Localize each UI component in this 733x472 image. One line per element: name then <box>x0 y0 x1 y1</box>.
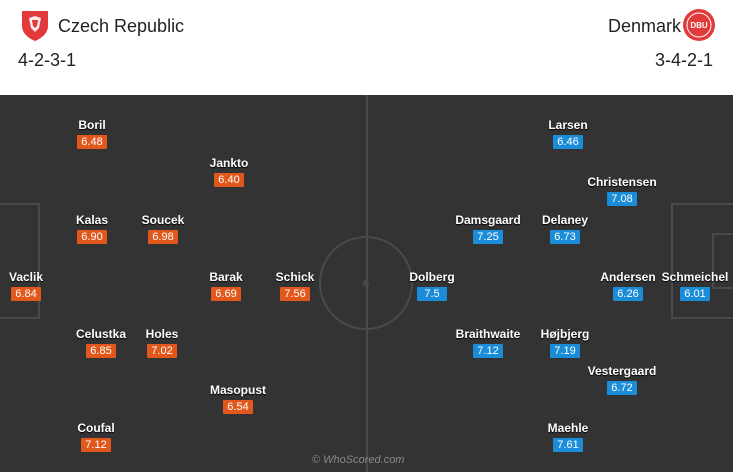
player-rating: 6.69 <box>211 287 241 301</box>
player-andersen[interactable]: Andersen 6.26 <box>593 270 663 302</box>
player-vaclik[interactable]: Vaclik 6.84 <box>0 270 61 302</box>
match-header: Czech Republic 4-2-3-1 Denmark DBU 3-4-2… <box>0 0 733 90</box>
player-name: Maehle <box>547 421 589 435</box>
player-name: Masopust <box>209 383 266 397</box>
player-rating: 6.73 <box>550 230 580 244</box>
player-rating: 6.72 <box>607 381 637 395</box>
player-soucek[interactable]: Soucek 6.98 <box>128 213 198 245</box>
player-name: Jankto <box>209 156 249 170</box>
player-name: Christensen <box>587 175 657 189</box>
player-damsgaard[interactable]: Damsgaard 7.25 <box>453 213 523 245</box>
player-name: Kalas <box>75 213 109 227</box>
player-schick[interactable]: Schick 7.56 <box>260 270 330 302</box>
center-circle <box>319 236 413 330</box>
player-rating: 7.19 <box>550 344 580 358</box>
player-rating: 7.02 <box>147 344 177 358</box>
player-name: Soucek <box>141 213 185 227</box>
player-name: Boril <box>78 118 106 132</box>
player-rating: 6.98 <box>148 230 178 244</box>
player-delaney[interactable]: Delaney 6.73 <box>530 213 600 245</box>
home-penalty-box <box>0 203 40 319</box>
player-rating: 6.01 <box>680 287 710 301</box>
away-goal-area <box>712 233 733 289</box>
watermark: © WhoScored.com <box>312 454 405 466</box>
player-barak[interactable]: Barak 6.69 <box>191 270 261 302</box>
player-name: Celustka <box>75 327 127 341</box>
player-rating: 7.08 <box>607 192 637 206</box>
player-braithwaite[interactable]: Braithwaite 7.12 <box>453 327 523 359</box>
player-rating: 6.84 <box>11 287 41 301</box>
czech-crest-icon <box>22 11 48 41</box>
pitch: Boril 6.48 Jankto 6.40 Kalas 6.90 Soucek… <box>0 95 733 472</box>
player-rating: 6.54 <box>223 400 253 414</box>
player-coufal[interactable]: Coufal 7.12 <box>61 421 131 453</box>
denmark-crest-icon <box>683 9 715 41</box>
player-rating: 7.61 <box>553 438 583 452</box>
player-rating: 6.40 <box>214 173 244 187</box>
player-dolberg[interactable]: Dolberg 7.5 <box>397 270 467 302</box>
player-name: Schmeichel <box>661 270 729 284</box>
player-rating: 6.85 <box>86 344 116 358</box>
player-name: Vaclik <box>8 270 44 284</box>
player-name: Braithwaite <box>455 327 521 341</box>
player-name: Andersen <box>600 270 656 284</box>
player-name: Dolberg <box>409 270 455 284</box>
player-rating: 6.90 <box>77 230 107 244</box>
player-hojbjerg[interactable]: Højbjerg 7.19 <box>530 327 600 359</box>
player-name: Holes <box>145 327 179 341</box>
player-masopust[interactable]: Masopust 6.54 <box>203 383 273 415</box>
player-name: Damsgaard <box>455 213 521 227</box>
player-rating: 7.12 <box>81 438 111 452</box>
away-penalty-box <box>671 203 733 319</box>
player-boril[interactable]: Boril 6.48 <box>57 118 127 150</box>
player-schmeichel[interactable]: Schmeichel 6.01 <box>660 270 730 302</box>
player-rating: 7.5 <box>417 287 447 301</box>
player-kalas[interactable]: Kalas 6.90 <box>57 213 127 245</box>
away-formation: 3-4-2-1 <box>654 50 713 70</box>
player-name: Larsen <box>548 118 588 132</box>
home-formation: 4-2-3-1 <box>18 50 77 70</box>
player-vestergaard[interactable]: Vestergaard 6.72 <box>587 364 657 396</box>
player-holes[interactable]: Holes 7.02 <box>127 327 197 359</box>
player-jankto[interactable]: Jankto 6.40 <box>194 156 264 188</box>
player-rating: 6.48 <box>77 135 107 149</box>
player-rating: 7.12 <box>473 344 503 358</box>
player-maehle[interactable]: Maehle 7.61 <box>533 421 603 453</box>
player-rating: 7.25 <box>473 230 503 244</box>
player-name: Delaney <box>541 213 589 227</box>
player-name: Schick <box>275 270 315 284</box>
player-name: Barak <box>209 270 243 284</box>
denmark-crest-text: DBU <box>690 21 708 30</box>
home-team-name[interactable]: Czech Republic <box>58 16 185 36</box>
away-team-name[interactable]: Denmark <box>607 16 681 36</box>
player-rating: 6.26 <box>613 287 643 301</box>
player-name: Højbjerg <box>540 327 590 341</box>
player-name: Vestergaard <box>587 364 657 378</box>
player-rating: 6.46 <box>553 135 583 149</box>
player-christensen[interactable]: Christensen 7.08 <box>587 175 657 207</box>
player-larsen[interactable]: Larsen 6.46 <box>533 118 603 150</box>
player-celustka[interactable]: Celustka 6.85 <box>66 327 136 359</box>
player-name: Coufal <box>77 421 115 435</box>
player-rating: 7.56 <box>280 287 310 301</box>
